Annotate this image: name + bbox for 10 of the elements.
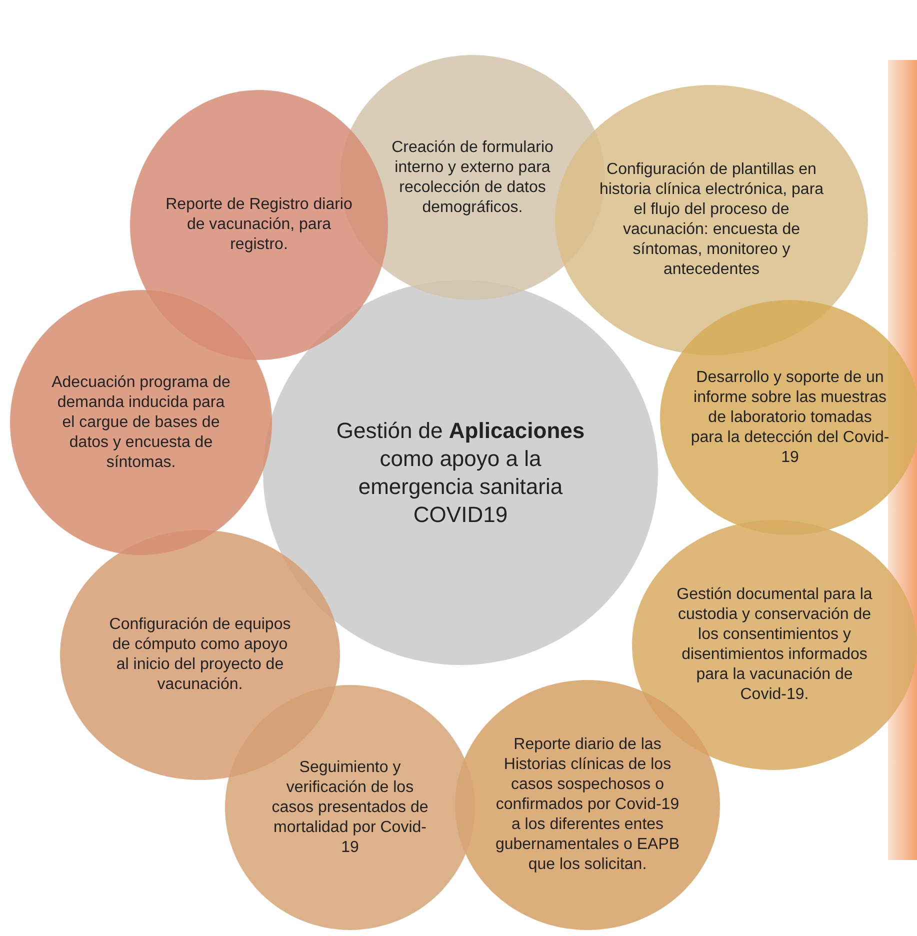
circle-label: Configuración de equipos de cómputo como apoyo al inicio del proyecto de vacunación. (108, 615, 292, 695)
circle-label: Desarrollo y soporte de un informe sobre las muestras de laboratorio tomadas para la detección del Covid-19 (690, 368, 890, 468)
circle-label: Creación de formulario interno y externo para recolección de datos demográficos. (390, 138, 554, 218)
circle-label: Adecuación programa de demanda inducida para el cargue de bases de datos y encuesta de síntomas. (51, 372, 231, 472)
circle-label: Reporte diario de las Historias clínicas de los casos sospechosos o confirmados por Covid-19 a los diferentes entes gubernamentales o EAPB que los solicitan. (494, 735, 681, 875)
circle-label: Seguimiento y verificación de los casos presentados de mortalidad por Covid-19 (270, 758, 430, 858)
circle-label: Gestión de Aplicaciones como apoyo a la emergencia sanitaria COVID19 (335, 416, 586, 528)
circle-label: Configuración de plantillas en historia clínica electrónica, para el flujo del proceso de vacunación: encuesta de síntomas, monitoreo y antecedentes (598, 160, 825, 280)
circle-label: Reporte de Registro diario de vacunación, para registro. (164, 195, 354, 255)
circle-label: Gestión documental para la custodia y conservación de los consentimientos y disentimientos informados para la vacunación de Covid-19. (676, 585, 874, 705)
